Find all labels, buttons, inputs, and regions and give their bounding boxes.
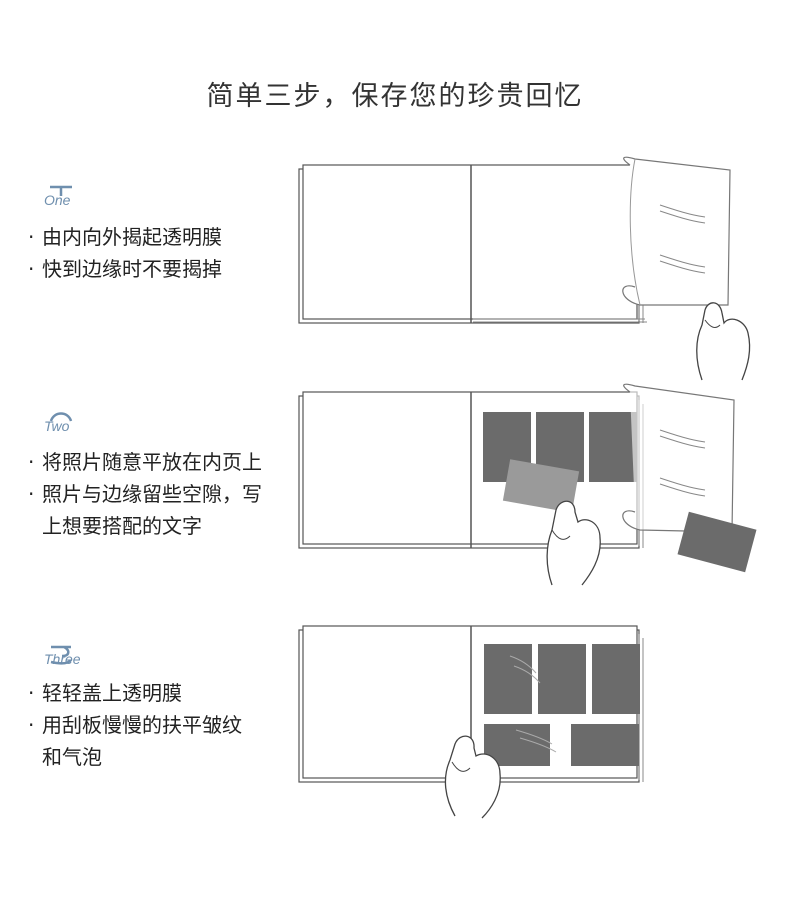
instruction-text: 将照片随意平放在内页上 <box>42 450 262 474</box>
step-label: Three <box>44 651 81 667</box>
photo <box>502 459 580 513</box>
instruction-text: 由内向外揭起透明膜 <box>42 225 222 249</box>
album-illustration <box>298 156 751 381</box>
step-instructions: ·将照片随意平放在内页上 ·照片与边缘留些空隙，写 上想要搭配的文字 <box>28 450 262 538</box>
photo <box>538 644 586 714</box>
step-badge-icon <box>50 185 72 196</box>
step-badge-icon <box>50 645 72 665</box>
step-label: Two <box>44 418 70 434</box>
instruction-text: 快到边缘时不要揭掉 <box>42 257 222 281</box>
step-instructions: ·轻轻盖上透明膜 ·用刮板慢慢的扶平皱纹 和气泡 <box>28 681 242 769</box>
photo <box>592 644 640 714</box>
instruction-text: 用刮板慢慢的扶平皱纹 <box>42 713 242 737</box>
page-title: 简单三步，保存您的珍贵回忆 <box>206 81 584 112</box>
photo <box>677 511 757 573</box>
photo <box>571 724 639 766</box>
photo <box>589 412 637 482</box>
instruction-text: 轻轻盖上透明膜 <box>42 681 182 705</box>
photo <box>484 644 532 714</box>
album-illustration <box>298 625 644 819</box>
instruction-text: 上想要搭配的文字 <box>42 514 202 538</box>
instruction-text: 和气泡 <box>42 745 102 769</box>
album-illustration <box>298 383 757 586</box>
step-label: One <box>44 192 71 208</box>
instruction-text: 照片与边缘留些空隙，写 <box>42 482 262 506</box>
step-badge-icon <box>49 412 73 422</box>
step-instructions: ·由内向外揭起透明膜 ·快到边缘时不要揭掉 <box>28 225 222 281</box>
